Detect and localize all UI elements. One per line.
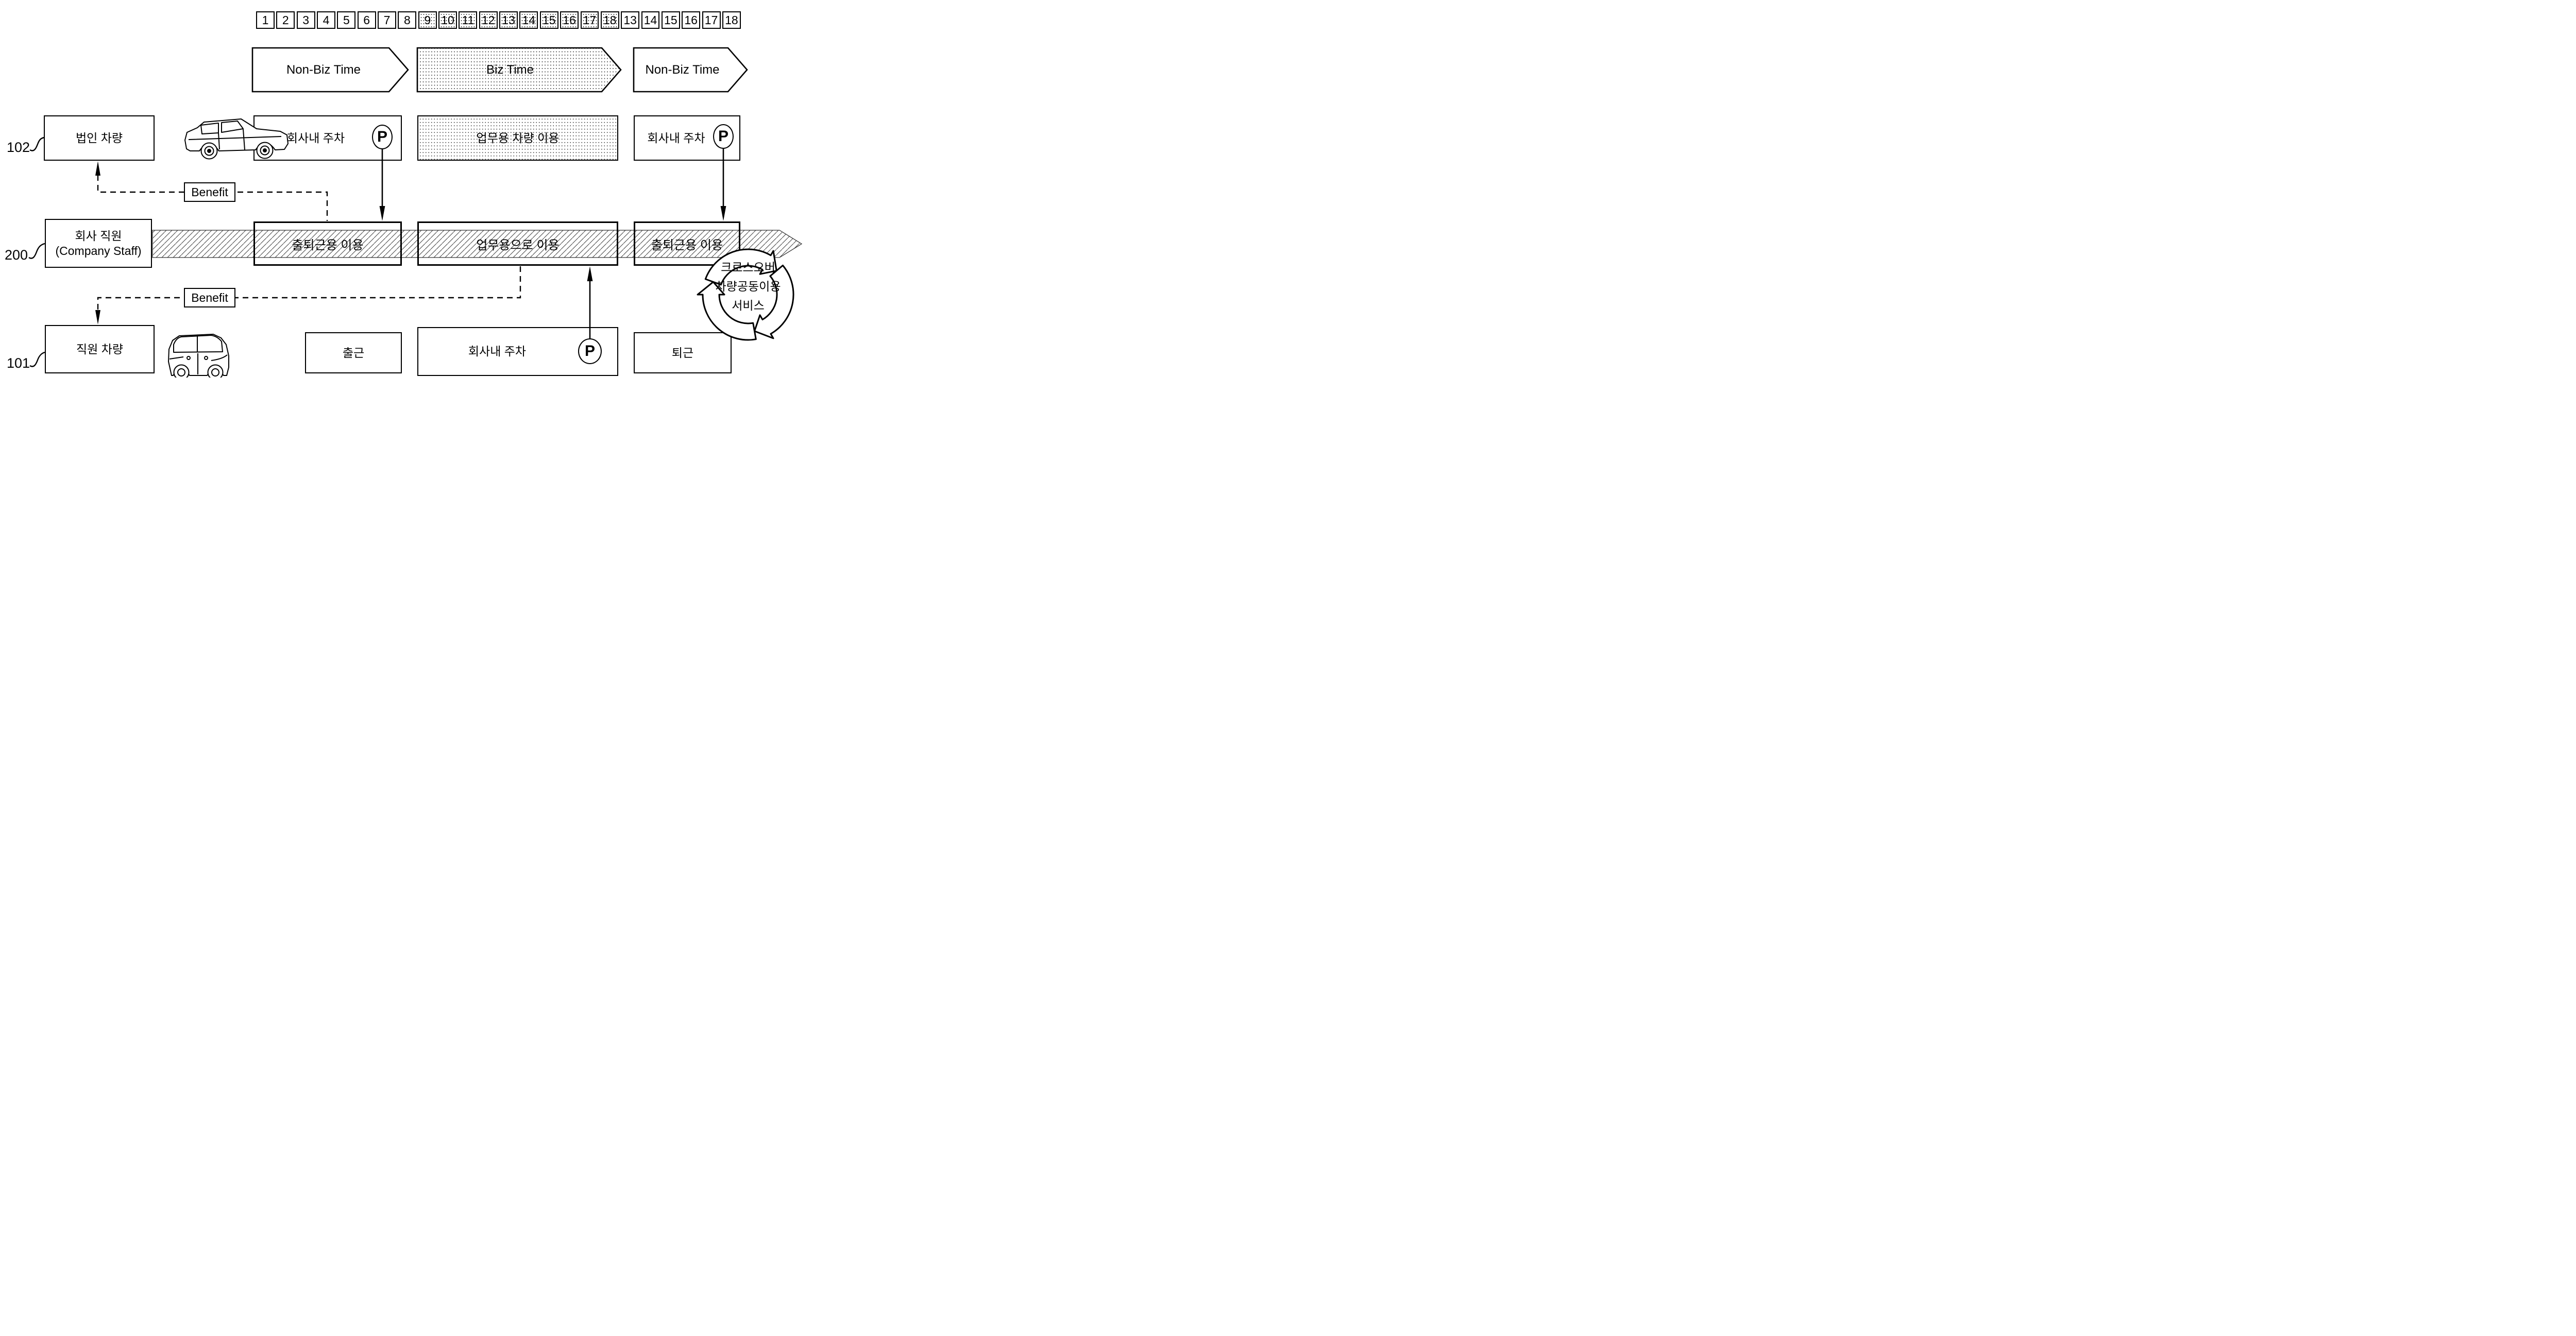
timeline-cell: 3 (297, 11, 315, 29)
leader-101 (30, 352, 45, 367)
box-corporate-vehicle: 법인 차량 (44, 115, 155, 161)
timeline-strip: 123456789101112131415161718131415161718 (256, 11, 741, 29)
phase-label-nonbiz-left: Non-Biz Time (258, 61, 389, 79)
company-staff-line1: 회사 직원 (55, 229, 141, 244)
timeline-cell: 8 (398, 11, 416, 29)
ref-102: 102 (3, 139, 30, 156)
box-biz-vehicle-use: 업무용 차량 이용 (417, 115, 618, 161)
timeline-cell: 14 (519, 11, 538, 29)
diagram-base-layer (0, 0, 808, 378)
ref-101: 101 (3, 355, 30, 371)
service-note-line1: 크로스오버 (691, 262, 805, 273)
box-leave-work: 퇴근 (634, 332, 732, 373)
phase-label-nonbiz-right: Non-Biz Time (635, 61, 730, 79)
timeline-cell: 14 (641, 11, 660, 29)
box-commute-use-pm: 출퇴근용 이용 (634, 221, 740, 266)
timeline-cell: 17 (702, 11, 721, 29)
leader-102 (30, 138, 44, 151)
box-company-staff: 회사 직원 (Company Staff) (45, 219, 152, 268)
timeline-cell: 9 (418, 11, 437, 29)
box-parking-evening-label: 회사내 주차 (647, 131, 705, 146)
leader-200 (29, 244, 45, 259)
box-employee-vehicle: 직원 차량 (45, 325, 155, 373)
timeline-cell: 5 (337, 11, 355, 29)
timeline-cell: 12 (479, 11, 498, 29)
box-parking-bottom-label: 회사내 주차 (468, 344, 526, 359)
benefit-upper-label: Benefit (184, 182, 235, 202)
timeline-cell: 15 (662, 11, 680, 29)
company-staff-line2: (Company Staff) (55, 244, 141, 259)
timeline-cell: 16 (560, 11, 579, 29)
benefit-lower-label: Benefit (184, 288, 235, 307)
timeline-cell: 10 (438, 11, 457, 29)
box-go-work: 출근 (305, 332, 402, 373)
timeline-cell: 7 (378, 11, 396, 29)
parking-p-icon: P (578, 338, 602, 364)
phase-label-biz: Biz Time (443, 61, 577, 79)
box-commute-use-am: 출퇴근용 이용 (253, 221, 402, 266)
arrow-parking-pm-head (721, 206, 726, 221)
benefit-upper-arrowhead-up (95, 161, 100, 176)
timeline-cell: 4 (317, 11, 335, 29)
timeline-cell: 11 (459, 11, 477, 29)
timeline-cell: 16 (682, 11, 700, 29)
timeline-cell: 13 (499, 11, 518, 29)
parking-p-icon: P (372, 125, 393, 149)
timeline-cell: 18 (722, 11, 741, 29)
timeline-cell: 15 (540, 11, 558, 29)
timeline-cell: 18 (601, 11, 619, 29)
parking-p-icon: P (713, 124, 734, 149)
timeline-cell: 13 (621, 11, 639, 29)
arrow-parking-am-head (380, 206, 385, 221)
timeline-cell: 6 (358, 11, 376, 29)
box-parking-morning-label: 회사내 주차 (287, 131, 345, 146)
benefit-lower-dashed-route (98, 266, 520, 310)
timeline-cell: 1 (256, 11, 275, 29)
ref-200: 200 (1, 247, 28, 263)
patent-figure: 123456789101112131415161718131415161718 … (0, 0, 808, 378)
service-note-line3: 서비스 (691, 300, 805, 312)
benefit-lower-arrowhead-down (95, 310, 100, 324)
box-biz-use: 업무용으로 이용 (417, 221, 618, 266)
timeline-cell: 17 (581, 11, 599, 29)
timeline-cell: 2 (276, 11, 295, 29)
arrow-parking-bottom-head (587, 266, 593, 281)
service-note-line2: 차량공동이용 (691, 281, 805, 293)
